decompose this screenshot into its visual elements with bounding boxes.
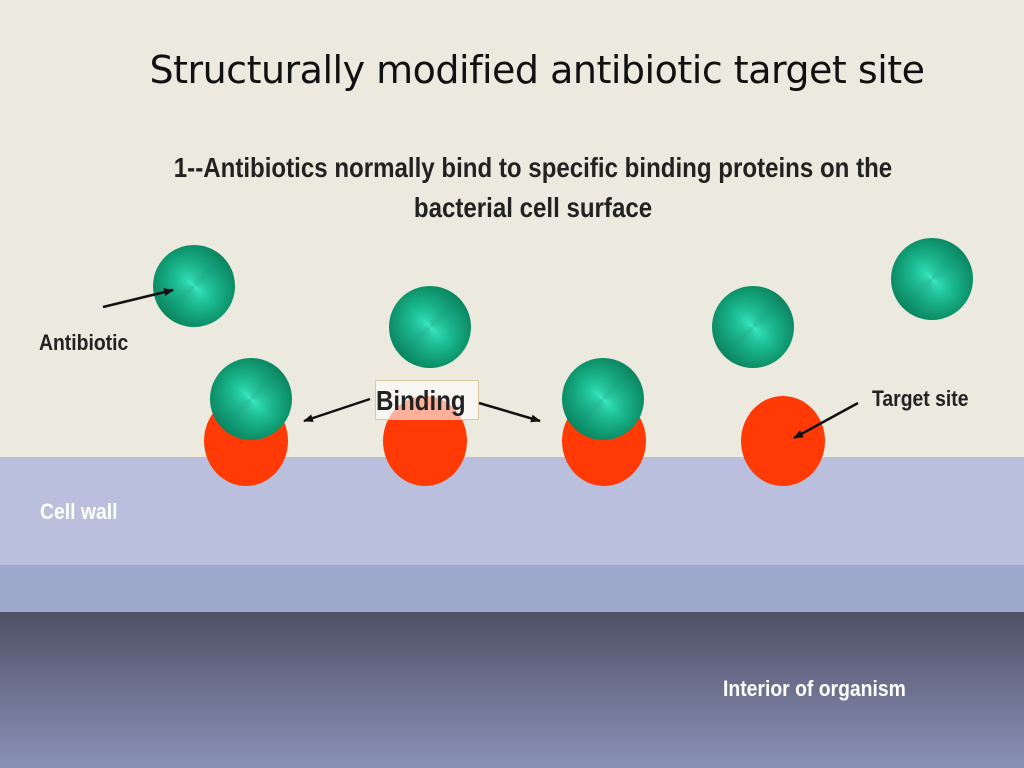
antibiotic-free-4 xyxy=(891,238,973,320)
cell-wall-layer xyxy=(0,457,1024,565)
slide-title: Structurally modified antibiotic target … xyxy=(149,48,925,92)
target-site-label: Target site xyxy=(872,386,969,411)
binding-label: Binding xyxy=(376,385,466,416)
antibiotic-label: Antibiotic xyxy=(39,330,129,355)
cell-wall-inner-layer xyxy=(0,565,1024,612)
slide-subtitle: 1--Antibiotics normally bind to specific… xyxy=(161,148,906,228)
arrow-binding-left xyxy=(303,397,371,423)
antibiotic-bound-2 xyxy=(562,358,644,440)
interior-label: Interior of organism xyxy=(723,676,906,701)
arrow-binding-right xyxy=(478,401,541,423)
subtitle-line-1: 1--Antibiotics normally bind to specific… xyxy=(173,152,893,183)
binding-label-box xyxy=(375,380,479,420)
arrow-to-antibiotic xyxy=(102,288,174,309)
arrow-to-target-site xyxy=(793,401,859,440)
antibiotic-free-2 xyxy=(389,286,471,368)
cell-wall-label: Cell wall xyxy=(40,499,118,524)
antibiotic-bound-1 xyxy=(210,358,292,440)
antibiotic-free-1 xyxy=(153,245,235,327)
interior-layer xyxy=(0,612,1024,768)
target-site-4 xyxy=(741,396,825,486)
antibiotic-free-3 xyxy=(712,286,794,368)
subtitle-line-2: bacterial cell surface xyxy=(413,192,653,223)
